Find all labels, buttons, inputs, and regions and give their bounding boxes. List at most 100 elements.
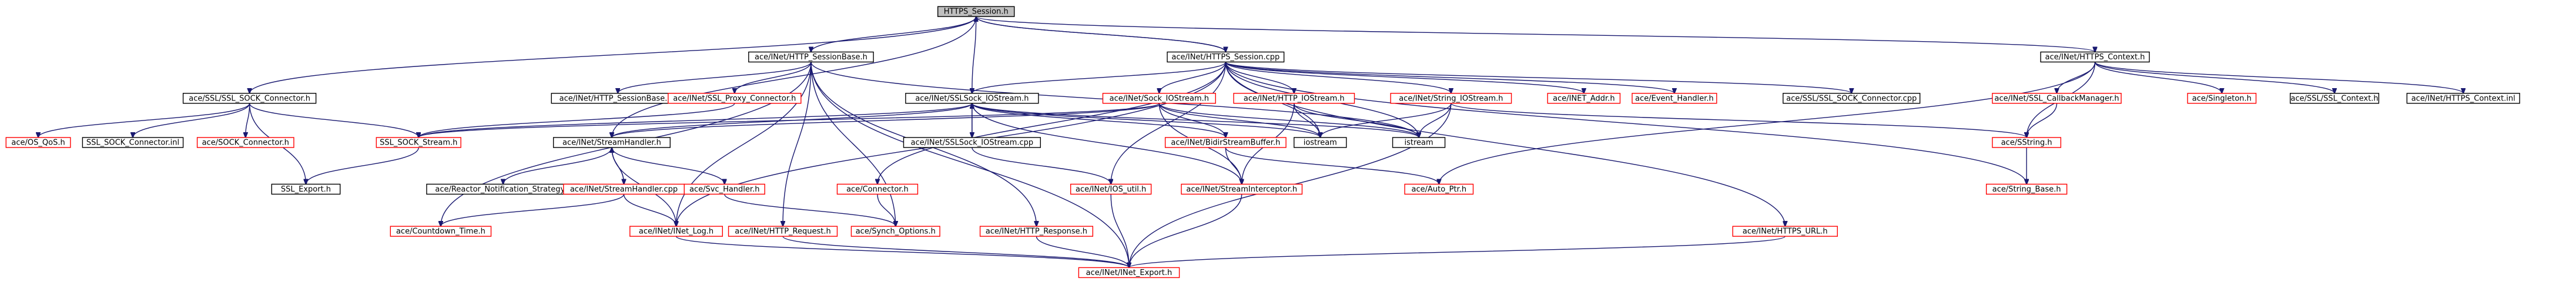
node-box-autoptr[interactable] [1404,183,1474,195]
node-box-evhandler[interactable] [1632,93,1717,104]
node-sstring[interactable]: ace/SString.h [1992,137,2062,148]
node-singleton[interactable]: ace/Singleton.h [2187,93,2257,104]
node-sslsockstream[interactable]: SSL_SOCK_Stream.h [376,137,461,148]
node-box-osqos[interactable] [5,137,71,148]
edge-httpscpp-to-ioutil [1111,62,1227,185]
node-sslconninl[interactable]: SSL_SOCK_Connector.inl [82,137,184,148]
node-streamhandler[interactable]: ace/INet/StreamHandler.h [552,137,671,148]
node-box-connector[interactable] [836,183,919,195]
node-box-svchandler[interactable] [684,183,765,195]
node-box-sstring[interactable] [1992,137,2062,148]
node-box-sslsockio[interactable] [905,93,1039,104]
node-box-streamhandler[interactable] [552,137,671,148]
node-box-sslctx[interactable] [2290,93,2380,104]
node-osqos[interactable]: ace/OS_QoS.h [5,137,71,148]
node-inetaddr[interactable]: ace/INET_Addr.h [1547,93,1621,104]
node-box-httpsctx[interactable] [2040,51,2150,63]
node-box-inetlog[interactable] [629,226,723,237]
node-box-sslexport[interactable] [271,183,341,195]
node-istream[interactable]: istream [1392,137,1446,148]
node-box-sslconn[interactable] [182,93,317,104]
edge-sslconn-to-sslconninl [133,103,250,138]
node-box-httpreq[interactable] [728,226,838,237]
node-sslconn[interactable]: ace/SSL/SSL_SOCK_Connector.h [182,93,317,104]
node-reactor[interactable]: ace/Reactor_Notification_Strategy.h [426,183,580,195]
node-streamhandlercpp[interactable]: ace/INet/StreamHandler.cpp [563,183,685,195]
node-proxyconn[interactable]: ace/INet/SSL_Proxy_Connector.h [668,93,802,104]
node-sessionbaseinl[interactable]: ace/INet/HTTP_SessionBase.inl [551,93,685,104]
node-box-inetexport[interactable] [1078,267,1180,279]
node-autoptr[interactable]: ace/Auto_Ptr.h [1404,183,1474,195]
node-ioutil[interactable]: ace/INet/IOS_util.h [1070,183,1152,195]
node-box-sslconninl[interactable] [82,137,184,148]
node-box-interceptor[interactable] [1181,183,1303,195]
node-stringbase[interactable]: ace/String_Base.h [1986,183,2068,195]
edge-proxyconn-to-sslsockstream [418,103,735,138]
node-box-stringio[interactable] [1390,93,1512,104]
node-box-singleton[interactable] [2187,93,2257,104]
node-sessionbase[interactable]: ace/INet/HTTP_SessionBase.h [748,51,874,63]
node-sockio[interactable]: ace/INet/Sock_IOStream.h [1102,93,1216,104]
node-box-httpscpp[interactable] [1167,51,1285,63]
node-box-sessionbase[interactable] [748,51,874,63]
node-httpsurl[interactable]: ace/INet/HTTPS_URL.h [1732,226,1838,237]
node-iostream[interactable]: iostream [1294,137,1347,148]
edges-layer [38,16,2463,267]
node-box-countdown[interactable] [390,226,492,237]
node-sslctx[interactable]: ace/SSL/SSL_Context.h [2290,93,2380,104]
node-callback[interactable]: ace/INet/SSL_CallbackManager.h [1992,93,2122,104]
node-label-istream: istream [1404,139,1433,147]
node-label-sslexport: SSL_Export.h [281,185,331,194]
node-box-root[interactable] [937,6,1015,17]
node-svchandler[interactable]: ace/Svc_Handler.h [684,183,765,195]
node-box-httpresp[interactable] [979,226,1094,237]
node-stringio[interactable]: ace/INet/String_IOStream.h [1390,93,1512,104]
node-label-inetaddr: ace/INET_Addr.h [1553,94,1614,103]
node-sslexport[interactable]: SSL_Export.h [271,183,341,195]
node-synchopts[interactable]: ace/Synch_Options.h [850,226,940,237]
node-httpsctxinl[interactable]: ace/INet/HTTPS_Context.inl [2406,93,2520,104]
node-box-synchopts[interactable] [850,226,940,237]
node-box-ioutil[interactable] [1070,183,1152,195]
node-box-stringbase[interactable] [1986,183,2068,195]
node-box-httpio[interactable] [1233,93,1355,104]
node-httpscpp[interactable]: ace/INet/HTTPS_Session.cpp [1167,51,1285,63]
node-box-sockio[interactable] [1102,93,1216,104]
node-sslsockconncpp[interactable]: ace/SSL/SSL_SOCK_Connector.cpp [1783,93,1921,104]
node-sslsockiocpp[interactable]: ace/INet/SSLSock_IOStream.cpp [903,137,1041,148]
node-label-sstring: ace/SString.h [2001,139,2052,147]
node-sockconn[interactable]: ace/SOCK_Connector.h [196,137,294,148]
node-inetlog[interactable]: ace/INet/INet_Log.h [629,226,723,237]
node-box-proxyconn[interactable] [668,93,802,104]
edge-httpscpp-to-stringio [1225,62,1451,93]
node-sslsockio[interactable]: ace/INet/SSLSock_IOStream.h [905,93,1039,104]
node-connector[interactable]: ace/Connector.h [836,183,919,195]
node-box-bidir[interactable] [1164,137,1287,148]
node-bidir[interactable]: ace/INet/BidirStreamBuffer.h [1164,137,1287,148]
node-box-iostream[interactable] [1294,137,1347,148]
node-httpreq[interactable]: ace/INet/HTTP_Request.h [728,226,838,237]
edge-sslsockiocpp-to-ioutil [972,147,1111,184]
node-inetexport[interactable]: ace/INet/INet_Export.h [1078,267,1180,279]
node-box-callback[interactable] [1992,93,2122,104]
node-box-sockconn[interactable] [196,137,294,148]
node-box-httpsctxinl[interactable] [2406,93,2520,104]
node-countdown[interactable]: ace/Countdown_Time.h [390,226,492,237]
node-httpresp[interactable]: ace/INet/HTTP_Response.h [979,226,1094,237]
edge-root-to-httpsctx [976,16,2095,52]
edge-httpscpp-to-sslsockconncpp [1225,61,1851,93]
node-box-sslsockconncpp[interactable] [1783,93,1921,104]
node-box-sslsockstream[interactable] [376,137,461,148]
node-interceptor[interactable]: ace/INet/StreamInterceptor.h [1181,183,1303,195]
edge-root-to-sslconn [250,16,977,93]
node-box-httpsurl[interactable] [1732,226,1838,237]
node-root[interactable]: HTTPS_Session.h [937,6,1015,17]
node-httpio[interactable]: ace/INet/HTTP_IOStream.h [1233,93,1355,104]
node-box-sslsockiocpp[interactable] [903,137,1041,148]
node-box-istream[interactable] [1392,137,1446,148]
node-box-inetaddr[interactable] [1547,93,1621,104]
node-httpsctx[interactable]: ace/INet/HTTPS_Context.h [2040,51,2150,63]
edge-inetlog-to-inetexport [675,236,1129,267]
node-evhandler[interactable]: ace/Event_Handler.h [1632,93,1717,104]
node-label-sslctx: ace/SSL/SSL_Context.h [2291,94,2379,103]
